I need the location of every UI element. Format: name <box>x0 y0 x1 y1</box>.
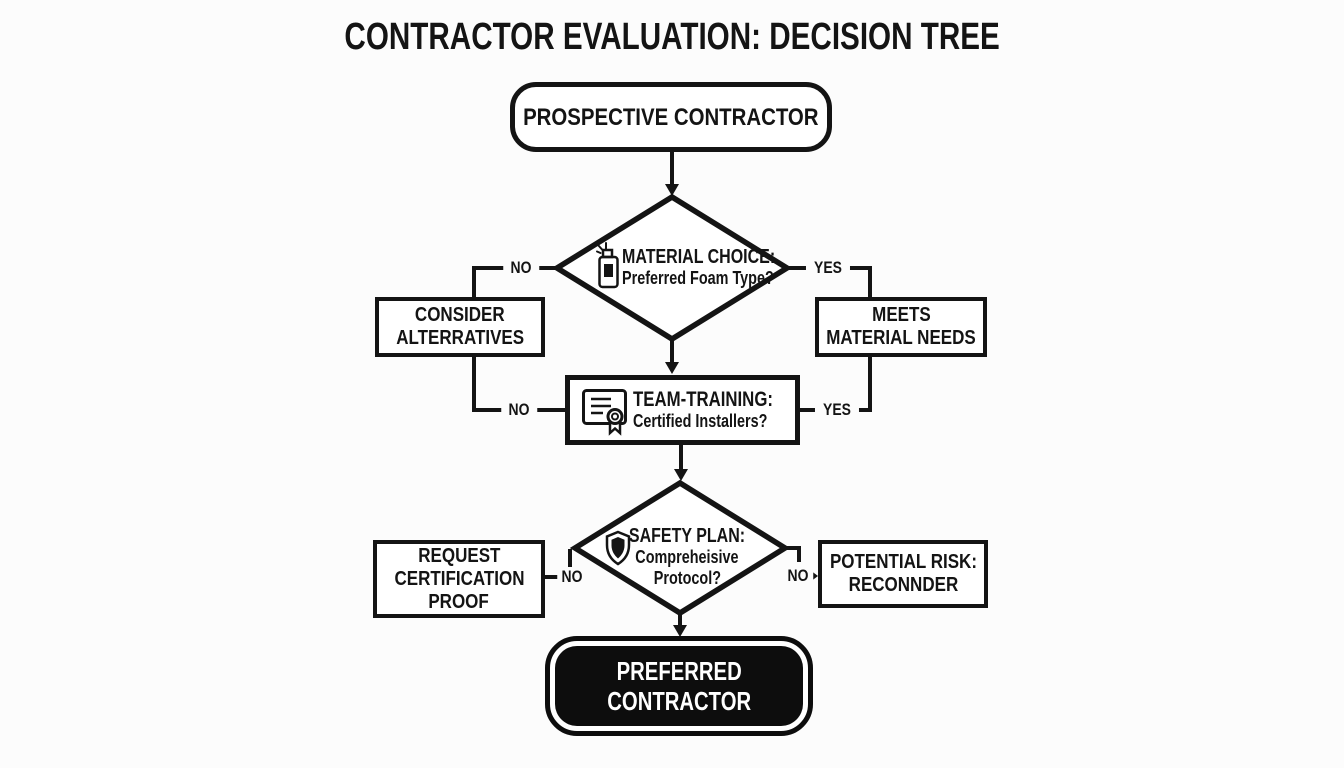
material-title: MATERIAL CHOICE: <box>622 246 776 268</box>
request-line2: CERTIFICATION <box>393 567 524 590</box>
label-material-yes: YES <box>805 258 851 278</box>
label-training-yes: YES <box>814 400 860 420</box>
safety-decision-text: SAFETY PLAN: Compreheisive Protocol? <box>614 525 759 589</box>
node-preferred-contractor: PREFERRED CONTRACTOR <box>545 636 813 736</box>
training-question: Certified Installers? <box>633 410 768 431</box>
safety-title: SAFETY PLAN: <box>628 525 746 547</box>
node-team-training: TEAM-TRAINING: Certified Installers? <box>565 375 800 445</box>
risk-line2: RECONNDER <box>848 574 958 596</box>
safety-question-line2: Protocol? <box>653 568 721 588</box>
request-line1: REQUEST <box>417 544 501 567</box>
node-meets-material-needs: MEETS MATERIAL NEEDS <box>815 297 987 357</box>
label-safety-no-right-text: NO <box>787 566 809 585</box>
preferred-contractor-inner: PREFERRED CONTRACTOR <box>555 646 803 726</box>
consider-line1: CONSIDER <box>415 304 505 326</box>
arrowhead-down-3 <box>674 469 688 481</box>
label-training-yes-text: YES <box>823 400 851 419</box>
preferred-line1: PREFERRED <box>616 656 742 686</box>
node-request-certification-proof: REQUEST CERTIFICATION PROOF <box>373 540 545 618</box>
label-material-no: NO <box>503 258 539 278</box>
arrowhead-down-2 <box>665 362 679 374</box>
node-potential-risk: POTENTIAL RISK: RECONNDER <box>818 540 988 608</box>
label-training-no-text: NO <box>508 400 530 419</box>
training-title: TEAM-TRAINING: <box>633 387 773 411</box>
start-label: PROSPECTIVE CONTRACTOR <box>523 103 819 131</box>
safety-decision-diamond <box>569 479 791 617</box>
label-training-no: NO <box>501 400 537 420</box>
label-material-no-text: NO <box>510 258 532 277</box>
material-decision-text: MATERIAL CHOICE: Preferred Foam Type? <box>622 246 813 289</box>
risk-line1: POTENTIAL RISK: <box>829 551 977 573</box>
material-decision-diamond <box>551 193 793 343</box>
safety-question-line1: Compreheisive <box>635 547 739 567</box>
label-safety-no-left: NO <box>557 567 587 587</box>
label-safety-no-right: NO <box>783 566 813 586</box>
node-prospective-contractor: PROSPECTIVE CONTRACTOR <box>510 82 832 152</box>
meets-line1: MEETS <box>871 304 931 326</box>
label-safety-no-left-text: NO <box>561 567 583 586</box>
consider-line2: ALTERRATIVES <box>396 327 524 349</box>
label-material-yes-text: YES <box>814 258 842 277</box>
arrowhead-down-4 <box>673 625 687 637</box>
edge-safety-no-right-stub <box>785 546 801 562</box>
page-title-text: CONTRACTOR EVALUATION: DECISION TREE <box>344 15 1000 58</box>
node-consider-alternatives: CONSIDER ALTERRATIVES <box>375 297 545 357</box>
page-title: CONTRACTOR EVALUATION: DECISION TREE <box>0 14 1344 60</box>
preferred-line2: CONTRACTOR <box>607 686 751 716</box>
request-line3: PROOF <box>428 590 490 613</box>
arrowhead-down-1 <box>665 184 679 196</box>
material-question: Preferred Foam Type? <box>622 268 774 288</box>
meets-line2: MATERIAL NEEDS <box>826 327 976 349</box>
